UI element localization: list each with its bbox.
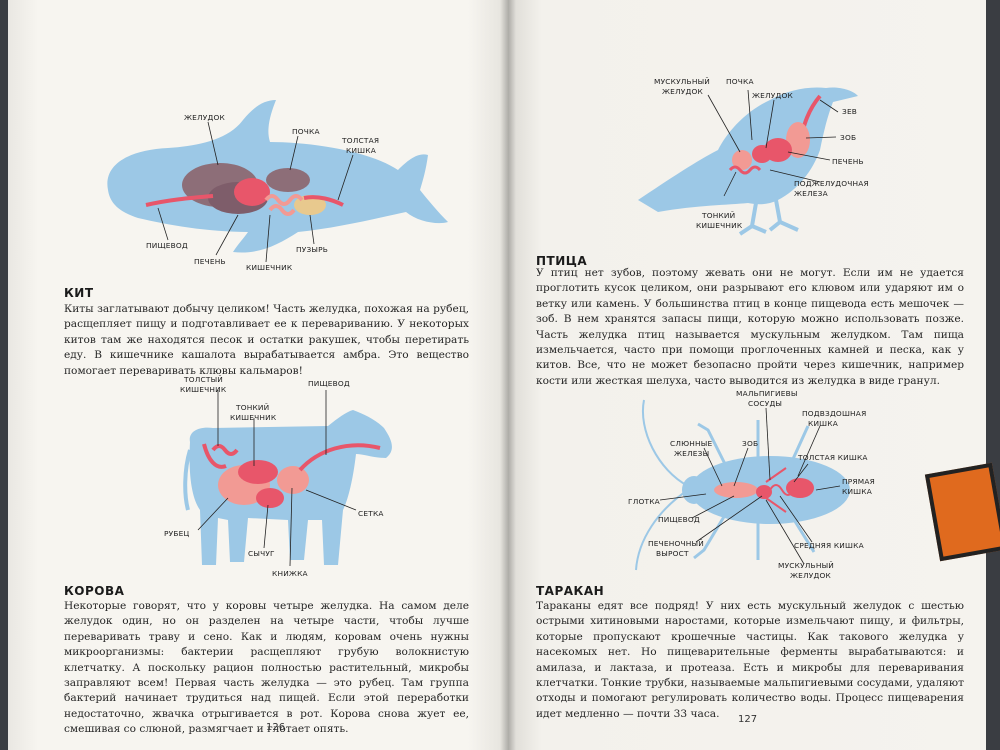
cow-label-small-intestine-2: КИШЕЧНИК: [230, 413, 277, 422]
bird-text: У птиц нет зубов, поэтому жевать они не …: [536, 267, 964, 387]
bird-body: [638, 87, 858, 212]
whale-label-liver: ПЕЧЕНЬ: [194, 257, 226, 266]
cockroach-illustration: МАЛЬПИГИЕВЫ СОСУДЫ ПОДВЗДОШНАЯ КИШКА ЗОБ…: [628, 389, 875, 580]
roach-label-midgut: СРЕДНЯЯ КИШКА: [794, 541, 864, 550]
cow-label-small-intestine-1: ТОНКИЙ: [235, 403, 269, 412]
cow-label-abomasum: СЫЧУГ: [248, 549, 275, 558]
cockroach-antennae: [635, 399, 689, 571]
cockroach-crop: [714, 482, 758, 498]
whale-label-bladder: ПУЗЫРЬ: [296, 245, 328, 254]
cow-label-rumen: РУБЕЦ: [164, 529, 190, 538]
bird-illustration: МУСКУЛЬНЫЙ ЖЕЛУДОК ПОЧКА ЖЕЛУДОК ЗЕВ ЗОБ…: [638, 77, 869, 236]
bird-legs: [738, 199, 799, 236]
roach-label-salivary-2: ЖЕЛЕЗЫ: [674, 449, 709, 458]
cockroach-text: Тараканы едят все подряд! У них есть мус…: [536, 600, 964, 720]
bird-label-small-intestine-2: КИШЕЧНИК: [696, 221, 743, 230]
cow-heading: КОРОВА: [64, 584, 125, 598]
whale-text: Киты заглатывают добычу целиком! Часть ж…: [64, 303, 469, 377]
whale-stomach-red: [234, 178, 270, 206]
whale-colon: [303, 195, 344, 207]
whale-illustration: ЖЕЛУДОК ПОЧКА ТОЛСТАЯ КИШКА ПИЩЕВОД ПЕЧЕ…: [107, 100, 449, 272]
bird-label-pancreas-2: ЖЕЛЕЗА: [794, 189, 828, 198]
whale-label-large-intestine-2: КИШКА: [346, 146, 376, 155]
roach-label-colon: ТОЛСТАЯ КИШКА: [797, 453, 868, 462]
bird-label-kidney: ПОЧКА: [726, 77, 754, 86]
roach-label-pharynx: ГЛОТКА: [628, 497, 660, 506]
bird-label-pancreas-1: ПОДЖЕЛУДОЧНАЯ: [794, 179, 869, 188]
bird-gizzard: [732, 150, 752, 170]
left-page-number: 126: [266, 722, 286, 733]
cow-abomasum: [256, 488, 284, 508]
bird-label-crop: ЗОБ: [840, 133, 856, 142]
cow-illustration: ТОЛСТЫЙ КИШЕЧНИК ТОНКИЙ КИШЕЧНИК ПИЩЕВОД…: [164, 375, 392, 578]
roach-label-crop: ЗОБ: [742, 439, 758, 448]
roach-label-caeca-1: ПЕЧЕНОЧНЫЙ: [648, 539, 704, 548]
cow-esophagus: [298, 443, 381, 472]
cow-label-reticulum: СЕТКА: [358, 509, 384, 518]
cow-label-esophagus: ПИЩЕВОД: [308, 379, 350, 388]
cockroach-gizzard: [756, 485, 772, 499]
left-page: ЖЕЛУДОК ПОЧКА ТОЛСТАЯ КИШКА ПИЩЕВОД ПЕЧЕ…: [8, 0, 508, 750]
bird-label-stomach: ЖЕЛУДОК: [752, 91, 793, 100]
roach-label-gizzard-1: МУСКУЛЬНЫЙ: [778, 561, 834, 570]
bird-label-small-intestine-1: ТОНКИЙ: [701, 211, 735, 220]
whale-label-large-intestine-1: ТОЛСТАЯ: [341, 136, 379, 145]
cow-rumen-dark: [238, 460, 278, 484]
roach-label-gizzard-2: ЖЕЛУДОК: [790, 571, 831, 580]
book-spine: [500, 0, 516, 750]
bird-heading: ПТИЦА: [536, 254, 588, 268]
cow-label-omasum: КНИЖКА: [272, 569, 308, 578]
bird-crop: [786, 122, 810, 158]
whale-heading: КИТ: [64, 286, 94, 300]
roach-label-ileum-1: ПОДВЗДОШНАЯ: [802, 409, 866, 418]
roach-label-malpighian-1: МАЛЬПИГИЕВЫ: [736, 389, 798, 398]
roach-label-rectum-1: ПРЯМАЯ: [842, 477, 875, 486]
cockroach-heading: ТАРАКАН: [536, 584, 605, 598]
bird-label-gizzard-2: ЖЕЛУДОК: [662, 87, 703, 96]
cow-label-large-intestine-2: КИШЕЧНИК: [180, 385, 227, 394]
bird-intestine: [728, 165, 762, 175]
whale-esophagus: [145, 194, 214, 207]
cow-text: Некоторые говорят, что у коровы четыре ж…: [64, 600, 469, 736]
bird-stomach: [752, 145, 772, 163]
cow-intestines: [202, 443, 239, 469]
whale-label-stomach: ЖЕЛУДОК: [184, 113, 225, 122]
bird-label-gizzard-1: МУСКУЛЬНЫЙ: [654, 77, 710, 86]
whale-label-kidney: ПОЧКА: [292, 127, 320, 136]
roach-label-salivary-1: СЛЮННЫЕ: [670, 439, 713, 448]
bird-label-pharynx: ЗЕВ: [842, 107, 857, 116]
right-page-number: 127: [738, 714, 758, 725]
whale-label-esophagus: ПИЩЕВОД: [146, 241, 188, 250]
whale-intestine: [264, 194, 304, 216]
whale-kidney: [266, 168, 310, 192]
cow-reticulum: [277, 466, 309, 494]
cockroach-legs: [693, 420, 816, 560]
cow-label-large-intestine-1: ТОЛСТЫЙ: [183, 375, 223, 384]
roach-label-malpighian-2: СОСУДЫ: [748, 399, 782, 408]
whale-label-intestine: КИШЕЧНИК: [246, 263, 293, 272]
roach-label-caeca-2: ВЫРОСТ: [656, 549, 689, 558]
roach-label-rectum-2: КИШКА: [842, 487, 872, 496]
roach-label-esophagus: ПИЩЕВОД: [658, 515, 700, 524]
roach-label-ileum-2: КИШКА: [808, 419, 838, 428]
cow-tail: [183, 449, 192, 511]
right-page: МУСКУЛЬНЫЙ ЖЕЛУДОК ПОЧКА ЖЕЛУДОК ЗЕВ ЗОБ…: [508, 0, 986, 750]
cockroach-midgut: [765, 467, 795, 513]
bird-label-liver: ПЕЧЕНЬ: [832, 157, 864, 166]
